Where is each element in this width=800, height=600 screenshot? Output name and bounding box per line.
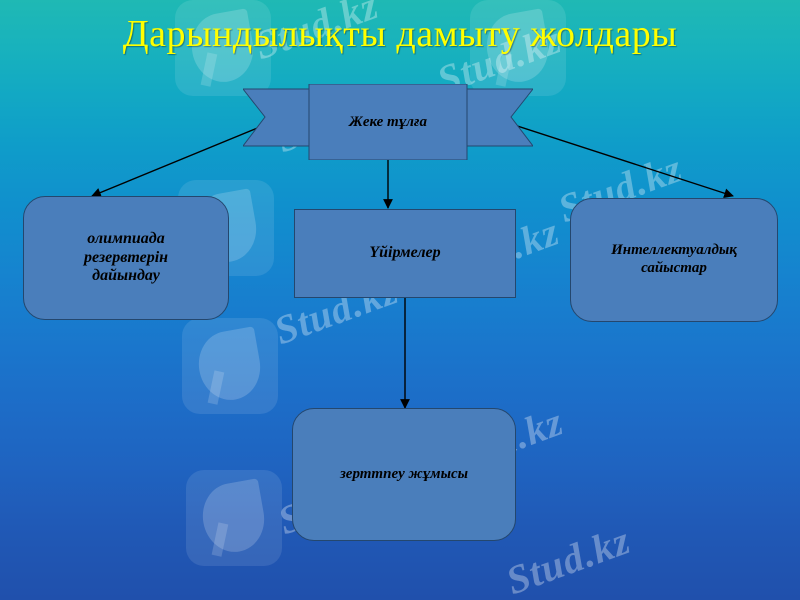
node-left-label-line1: олимпиада xyxy=(87,229,165,247)
node-right[interactable]: Интеллектуалдық сайыстар xyxy=(570,198,778,322)
node-bottom[interactable]: зерттпеу жұмысы xyxy=(292,408,516,541)
node-center[interactable]: Үйірмелер xyxy=(294,209,516,298)
node-right-label: Интеллектуалдық сайыстар xyxy=(611,242,737,277)
slide-title: Дарындылықты дамыту жолдары xyxy=(122,13,678,55)
node-right-label-line1: Интеллектуалдық xyxy=(611,242,737,259)
node-left-label-line3: дайындау xyxy=(92,267,160,285)
node-root-label: Жеке тұлға xyxy=(349,113,427,130)
node-left[interactable]: олимпиада резервтерін дайындау xyxy=(23,196,229,320)
connector-root-to-left xyxy=(91,121,273,198)
node-left-label-line2: резервтерін xyxy=(83,248,169,266)
node-bottom-label: зерттпеу жұмысы xyxy=(339,465,469,482)
node-root[interactable]: Жеке тұлға xyxy=(243,84,533,160)
node-right-label-line2: сайыстар xyxy=(641,260,707,276)
connector-root-to-right xyxy=(504,121,734,198)
node-left-label: олимпиада резервтерін дайындау xyxy=(84,230,168,287)
node-center-label: Үйірмелер xyxy=(369,244,441,262)
